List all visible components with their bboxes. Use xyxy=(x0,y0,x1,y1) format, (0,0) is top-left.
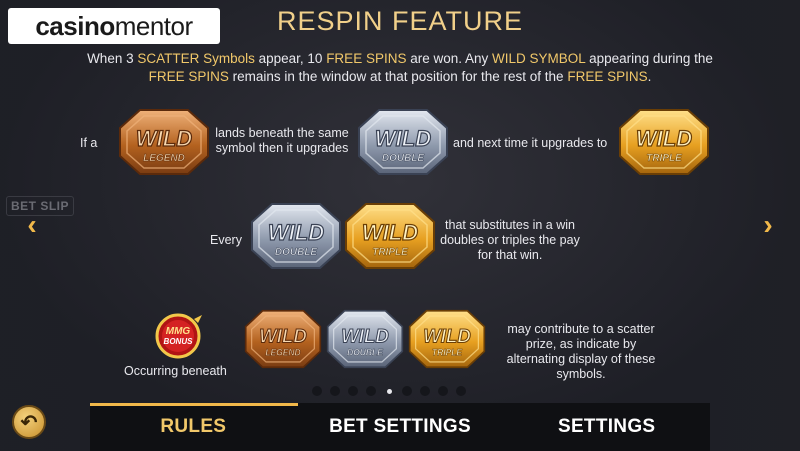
bottom-tab-bar: RULES BET SETTINGS SETTINGS xyxy=(90,403,710,451)
svg-text:DOUBLE: DOUBLE xyxy=(347,348,383,358)
row1-next-text: and next time it upgrades to xyxy=(453,136,608,150)
svg-text:BONUS: BONUS xyxy=(164,337,194,346)
row2-desc: that substitutes in a win doubles or tri… xyxy=(440,218,580,262)
pagination-dot[interactable] xyxy=(420,386,430,396)
row3-occurring: Occurring beneath xyxy=(124,364,227,378)
svg-text:TRIPLE: TRIPLE xyxy=(372,247,408,258)
svg-text:WILD: WILD xyxy=(423,326,471,347)
wild-double-badge-row2: WILD DOUBLE xyxy=(250,202,342,270)
pagination-dot[interactable] xyxy=(384,386,394,396)
svg-text:WILD: WILD xyxy=(341,326,389,347)
svg-text:DOUBLE: DOUBLE xyxy=(275,247,318,258)
svg-text:WILD: WILD xyxy=(268,220,324,245)
svg-text:WILD: WILD xyxy=(259,326,307,347)
brand-part2: mentor xyxy=(114,10,193,41)
wild-triple-badge-row2: WILD TRIPLE xyxy=(344,202,436,270)
row1-if-a: If a xyxy=(80,136,98,150)
svg-text:TRIPLE: TRIPLE xyxy=(432,348,462,358)
svg-text:WILD: WILD xyxy=(636,126,692,151)
pagination-dots xyxy=(312,386,466,398)
row2-every: Every xyxy=(210,233,242,247)
svg-text:WILD: WILD xyxy=(375,126,431,151)
brand-part1: casino xyxy=(35,10,115,41)
wild-triple-badge: WILD TRIPLE xyxy=(618,108,710,176)
row1-lands-text: lands beneath the same symbol then it up… xyxy=(215,126,349,155)
tab-rules[interactable]: RULES xyxy=(160,416,227,437)
prev-page-arrow-icon[interactable]: ‹ xyxy=(27,209,37,240)
back-arrow-icon[interactable]: ↶ xyxy=(12,405,46,439)
tab-settings[interactable]: SETTINGS xyxy=(557,416,656,437)
bet-slip-label: BET SLIP xyxy=(6,196,75,216)
svg-text:MMG: MMG xyxy=(166,326,191,337)
wild-legend-badge: WILD LEGEND xyxy=(118,108,210,176)
pagination-dot[interactable] xyxy=(402,386,412,396)
svg-text:DOUBLE: DOUBLE xyxy=(382,153,425,164)
pagination-dot[interactable] xyxy=(312,386,322,396)
next-page-arrow-icon[interactable]: › xyxy=(763,209,773,240)
pagination-dot[interactable] xyxy=(366,386,376,396)
wild-double-badge: WILD DOUBLE xyxy=(357,108,449,176)
row3-desc: may contribute to a scatter prize, as in… xyxy=(506,322,656,381)
svg-text:LEGEND: LEGEND xyxy=(143,153,185,164)
pagination-dot[interactable] xyxy=(348,386,358,396)
pagination-dot[interactable] xyxy=(330,386,340,396)
pagination-dot[interactable] xyxy=(456,386,466,396)
svg-text:LEGEND: LEGEND xyxy=(265,348,300,358)
tab-bet-settings[interactable]: BET SETTINGS xyxy=(329,416,471,437)
page-title: RESPIN FEATURE xyxy=(276,6,524,36)
svg-text:WILD: WILD xyxy=(136,126,192,151)
active-tab-indicator xyxy=(90,403,298,406)
pagination-dot[interactable] xyxy=(438,386,448,396)
intro-text: When 3 SCATTER Symbols appear, 10 FREE S… xyxy=(87,51,713,84)
svg-text:TRIPLE: TRIPLE xyxy=(646,153,682,164)
svg-text:WILD: WILD xyxy=(362,220,418,245)
